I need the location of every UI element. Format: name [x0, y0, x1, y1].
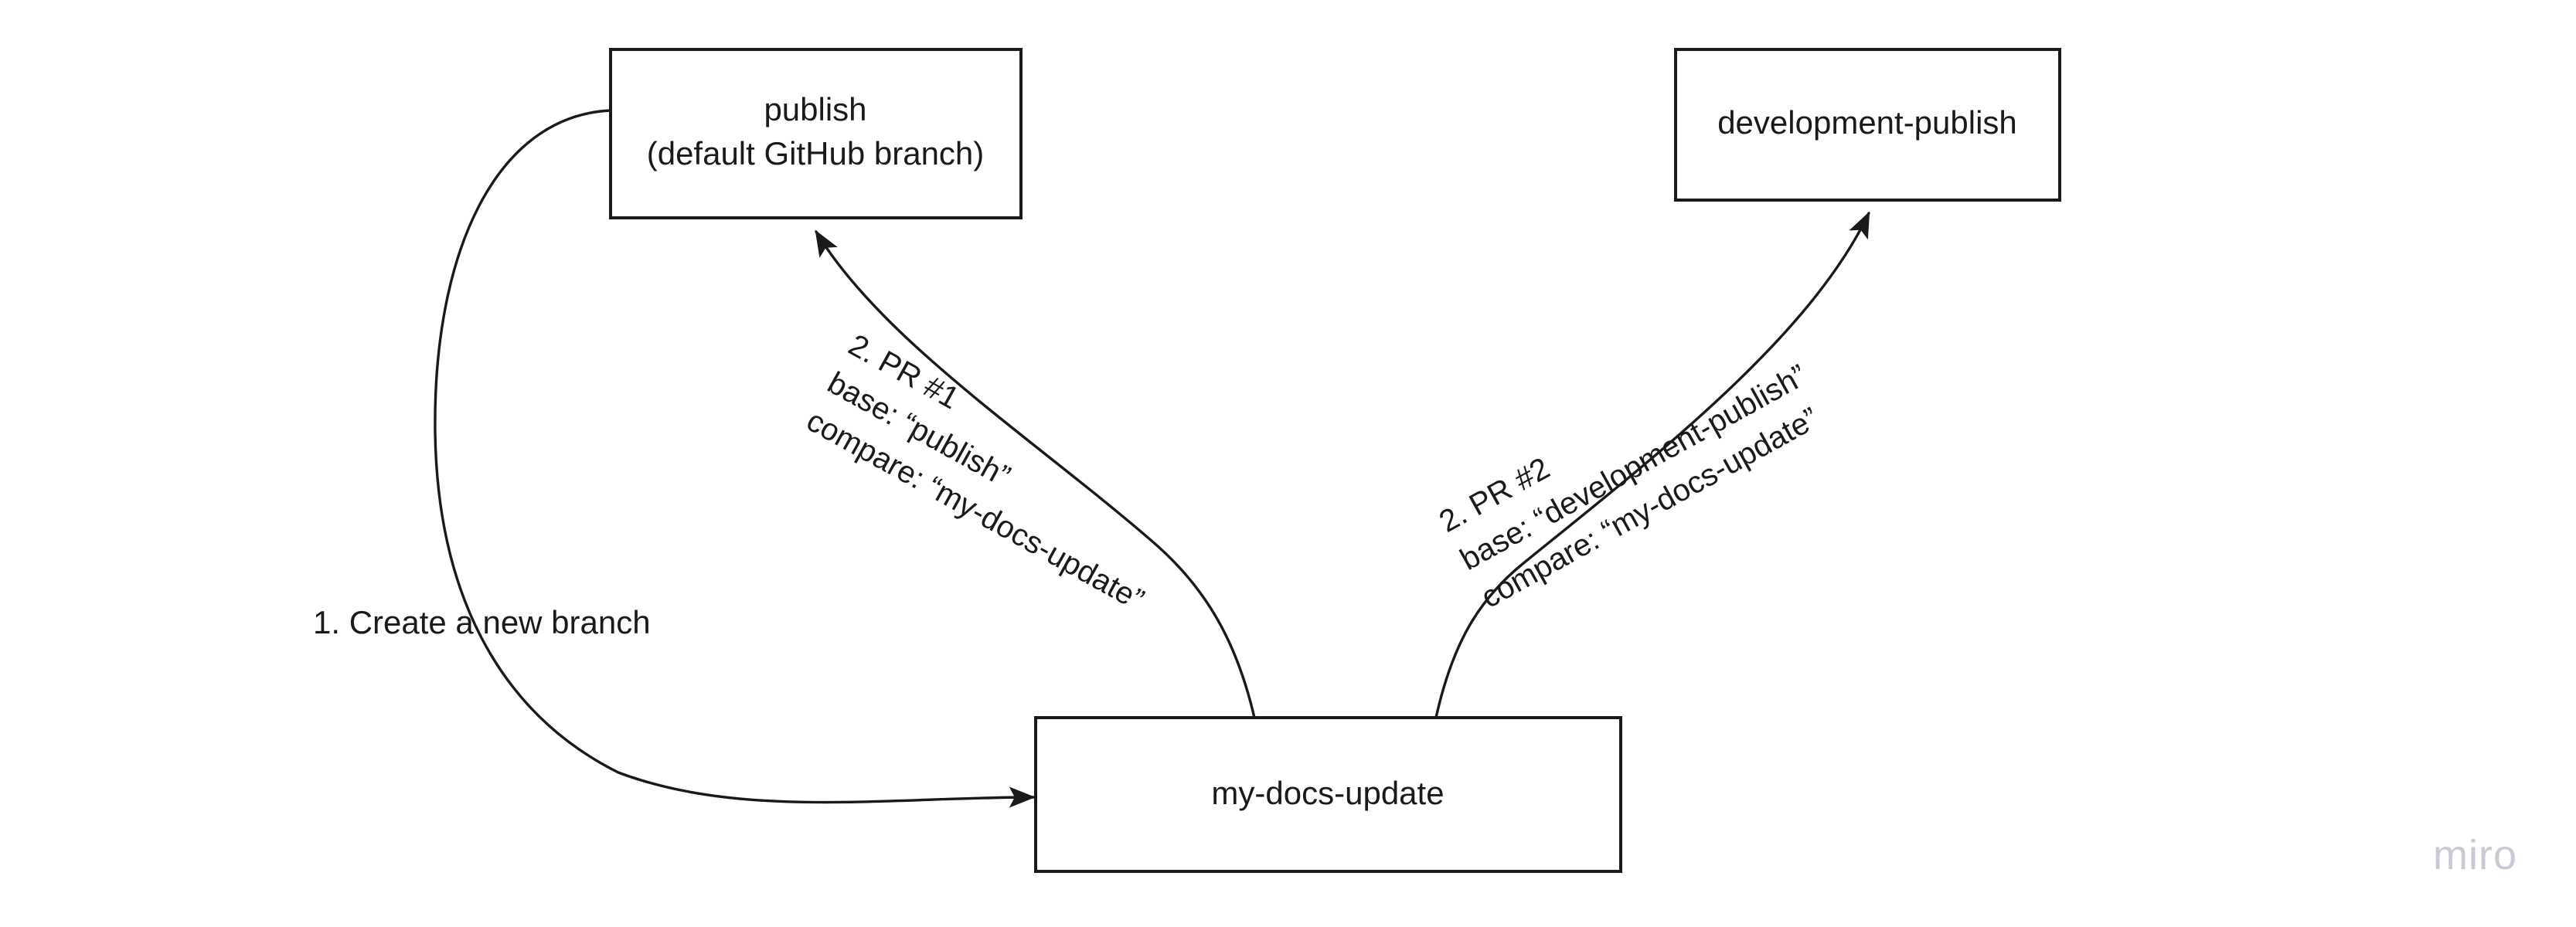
node-my-docs-update[interactable]: my-docs-update	[1034, 716, 1622, 873]
edge-label-pr1-line3: compare: “my-docs-update”	[801, 403, 1149, 617]
node-publish-label-line1: publish	[764, 91, 866, 127]
edge-create-branch	[434, 109, 1036, 808]
node-publish-box[interactable]	[609, 48, 1023, 219]
node-publish-label-line2: (default GitHub branch)	[647, 135, 985, 171]
edge-pr2	[1434, 211, 1870, 719]
miro-watermark: miro	[2433, 832, 2517, 878]
node-publish[interactable]: publish (default GitHub branch)	[609, 48, 1023, 219]
edge-pr1	[815, 229, 1256, 719]
node-development-publish-box[interactable]	[1674, 48, 2061, 202]
edge-label-pr1: 2. PR #1 base: “publish” compare: “my-do…	[801, 328, 1149, 617]
edge-label-pr2: 2. PR #2 base: “development-publish” com…	[1434, 358, 1824, 615]
node-my-docs-update-box[interactable]	[1034, 716, 1622, 873]
node-development-publish[interactable]: development-publish	[1674, 48, 2061, 202]
node-my-docs-update-label: my-docs-update	[1211, 775, 1444, 811]
edge-label-create-branch: 1. Create a new branch	[313, 604, 651, 640]
node-development-publish-label: development-publish	[1717, 104, 2017, 141]
